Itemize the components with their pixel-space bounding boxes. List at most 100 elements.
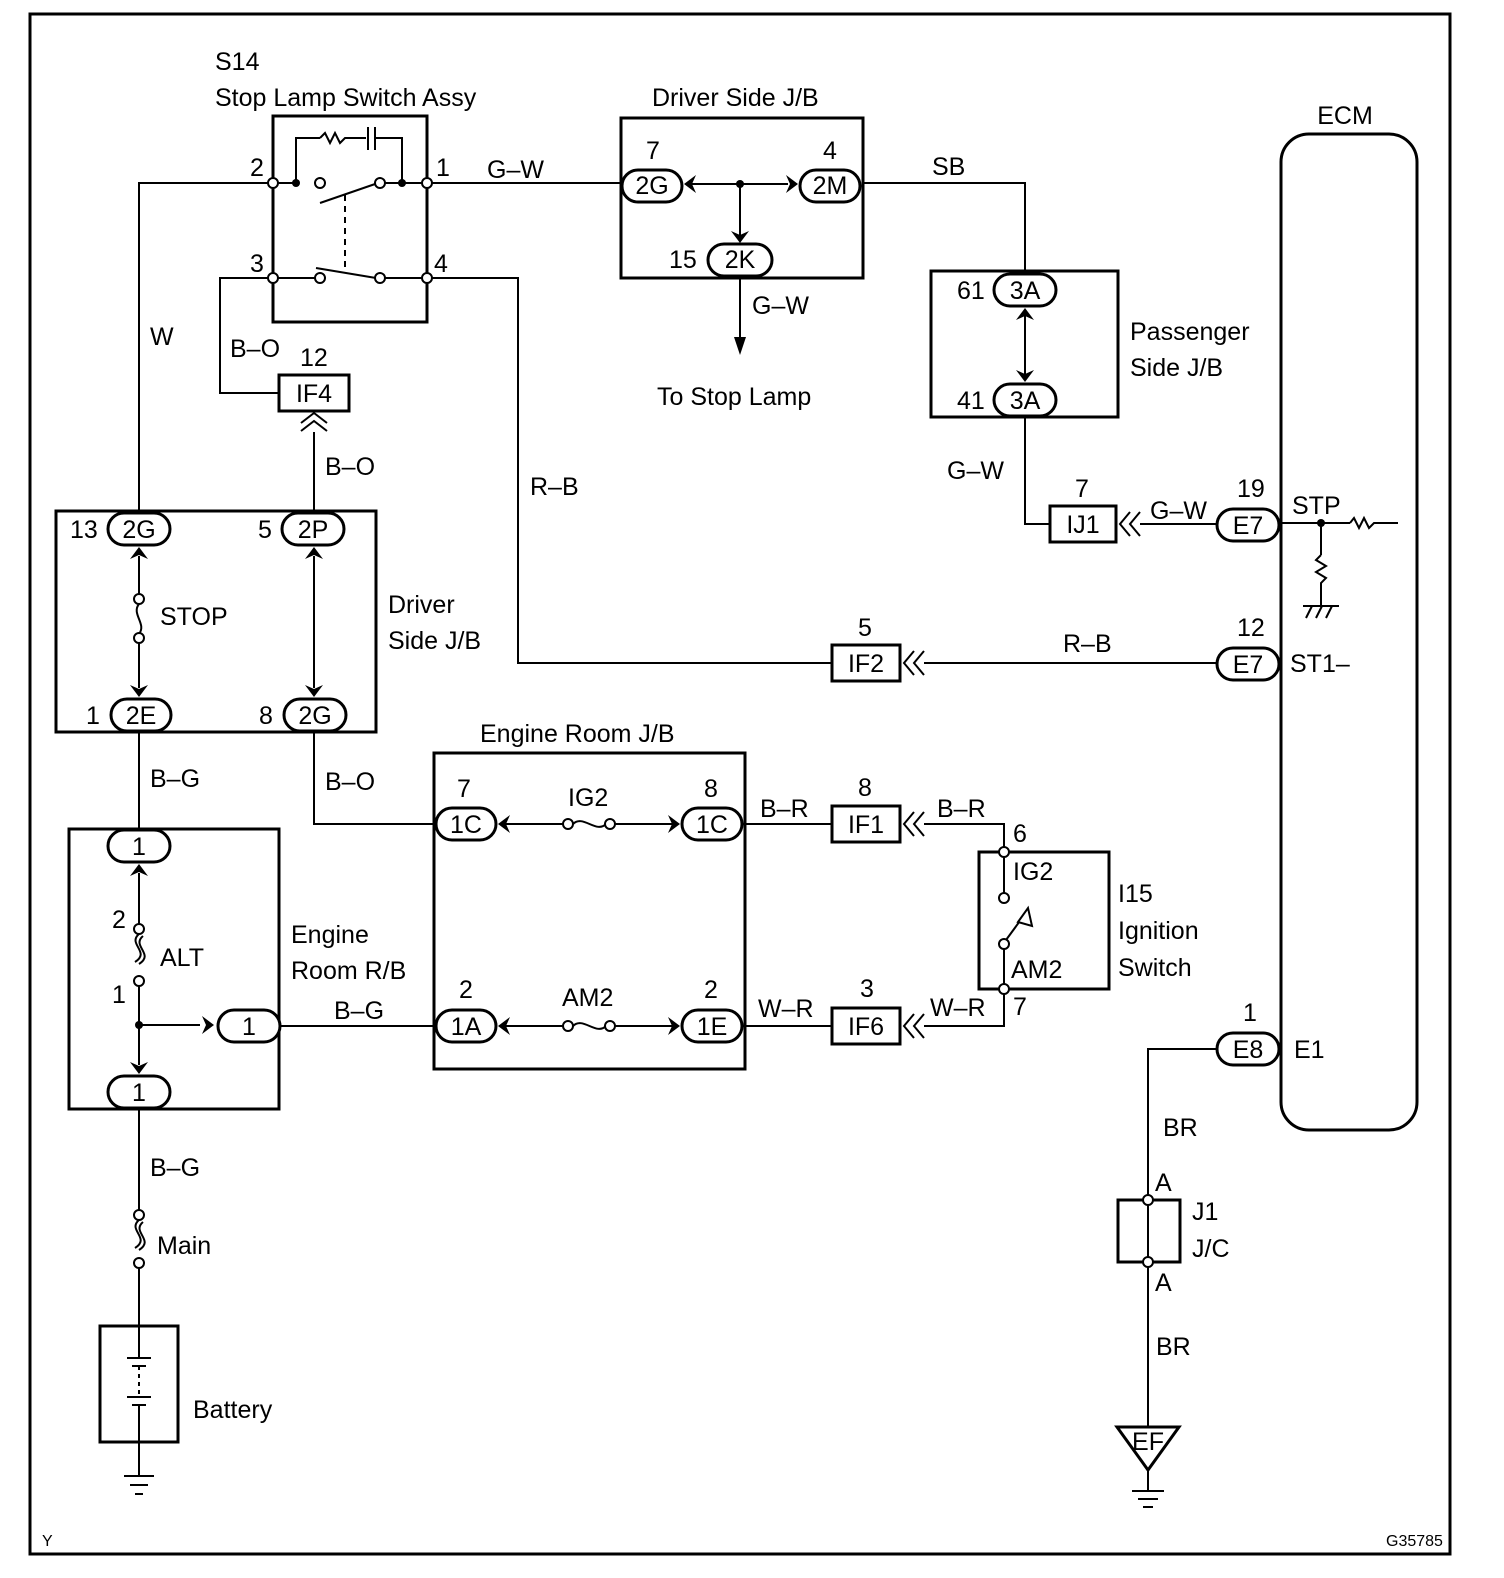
switch-code: S14 (215, 48, 260, 76)
connector-if2-pin: 5 (858, 614, 872, 642)
connector-if4-label: IF4 (296, 380, 332, 408)
connector-2p-label: 2P (298, 516, 329, 544)
connector-3a-bottom-pin: 41 (957, 387, 985, 415)
connector-1c-8-pin: 8 (704, 775, 718, 803)
connector-rb-top-label: 1 (132, 833, 146, 861)
footer-right: G35785 (1386, 1533, 1443, 1550)
to-stop-lamp-label: To Stop Lamp (657, 383, 811, 411)
wire-label: W–R (930, 994, 986, 1022)
engine-room-jb-box (432, 751, 747, 1071)
driver-jb-top-box (619, 116, 865, 280)
wire-label: BR (1156, 1333, 1191, 1361)
ecm-box (1279, 132, 1419, 1132)
connector-2e (109, 697, 173, 733)
connector-e8 (1215, 1031, 1281, 1067)
switch-pin-2 (267, 177, 279, 189)
driver-jb-mid-box (54, 509, 378, 734)
connector-2g (620, 168, 684, 204)
connector-2g-13-pin: 13 (70, 516, 98, 544)
wire-label: BR (1163, 1114, 1198, 1142)
driver-jb-mid-title: Side J/B (388, 627, 481, 655)
wire-label: B–G (150, 1154, 200, 1182)
engine-room-rb-box (67, 827, 281, 1111)
connector-if4-pin: 12 (300, 344, 328, 372)
wire-label: B–O (325, 453, 375, 481)
junction-name: J/C (1192, 1235, 1230, 1263)
connector-2g-8 (282, 697, 348, 733)
wire-label: B–R (760, 795, 809, 823)
junction-name: J1 (1192, 1198, 1218, 1226)
wire-label: W (150, 323, 174, 351)
connector-1e-pin: 2 (704, 976, 718, 1004)
switch-pin-label: 2 (250, 154, 264, 182)
switch-pin-3 (267, 272, 279, 284)
connector-1c-7-pin: 7 (457, 775, 471, 803)
wires (138, 182, 1216, 1427)
connector-2g-pin: 7 (646, 137, 660, 165)
ignition-switch-name: Ignition (1118, 917, 1199, 945)
alt-pin-1: 1 (112, 981, 126, 1009)
connector-rb-top (106, 828, 172, 864)
connector-if6-label: IF6 (848, 1013, 884, 1041)
switch-internals (273, 127, 427, 284)
wire-label: G–W (487, 156, 544, 184)
connector-1c-7-label: 1C (450, 811, 482, 839)
junction-pin-bottom: A (1155, 1269, 1172, 1297)
connector-2e-pin: 1 (86, 702, 100, 730)
connector-e7-stp-pin: 19 (1237, 475, 1265, 503)
connector-2m-pin: 4 (823, 137, 837, 165)
ecm-st1-label: ST1– (1290, 650, 1350, 678)
main-fuse-label: Main (157, 1232, 211, 1260)
driver-jb-top-title: Driver Side J/B (652, 84, 819, 112)
ignition-switch-name: Switch (1118, 954, 1192, 982)
ecm-title: ECM (1317, 102, 1373, 130)
wire-label: W–R (758, 995, 814, 1023)
connector-if1-label: IF1 (848, 811, 884, 839)
alt-fuse-label: ALT (160, 944, 204, 972)
connector-if1-pin: 8 (858, 774, 872, 802)
connector-e7-st1-pin: 12 (1237, 614, 1265, 642)
ignition-switch-code: I15 (1118, 880, 1153, 908)
wire-label: SB (932, 153, 965, 181)
wire-label: B–G (334, 997, 384, 1025)
wire-label: G–W (1150, 497, 1207, 525)
connector-2p-pin: 5 (258, 516, 272, 544)
engine-room-rb-title: Engine (291, 921, 369, 949)
connector-3a-bottom (992, 382, 1058, 418)
connector-3a-top-label: 3A (1010, 277, 1041, 305)
wire-label: B–G (150, 765, 200, 793)
ig2-fuse-label: IG2 (568, 784, 608, 812)
connector-if2-label: IF2 (848, 650, 884, 678)
switch-pin-label: 3 (250, 250, 264, 278)
wire-label: R–B (530, 473, 579, 501)
connector-e7-stp (1215, 507, 1281, 543)
stop-fuse-label: STOP (160, 603, 228, 631)
ignition-pin-7: 7 (1013, 993, 1027, 1021)
passenger-jb-title: Passenger (1130, 318, 1250, 346)
connector-ij1-pin: 7 (1075, 475, 1089, 503)
footer-left: Y (42, 1533, 53, 1550)
wire-label: B–O (325, 768, 375, 796)
connector-1c-8-label: 1C (696, 811, 728, 839)
switch-pin-label: 4 (434, 250, 448, 278)
stop-lamp-switch-box (271, 114, 429, 324)
connector-e8-pin: 1 (1243, 999, 1257, 1027)
switch-pin-label: 1 (436, 154, 450, 182)
engine-room-jb-title: Engine Room J/B (480, 720, 675, 748)
connector-e7-stp-label: E7 (1233, 512, 1264, 540)
ignition-pin-6: 6 (1013, 820, 1027, 848)
connector-1e-label: 1E (697, 1013, 728, 1041)
connector-2m-label: 2M (813, 172, 848, 200)
connector-1a-label: 1A (451, 1013, 482, 1041)
driver-jb-mid-title: Driver (388, 591, 455, 619)
connector-2g-13-label: 2G (122, 516, 155, 544)
connector-2g-13 (106, 511, 172, 547)
wire-label: B–O (230, 335, 280, 363)
wire-label: B–R (937, 795, 986, 823)
ground-ef-label: EF (1132, 1428, 1164, 1456)
connector-if6-pin: 3 (860, 975, 874, 1003)
wire-label: G–W (752, 292, 809, 320)
connector-3a-top-pin: 61 (957, 277, 985, 305)
connector-e8-label: E8 (1233, 1036, 1264, 1064)
connector-e7-st1 (1215, 646, 1281, 682)
